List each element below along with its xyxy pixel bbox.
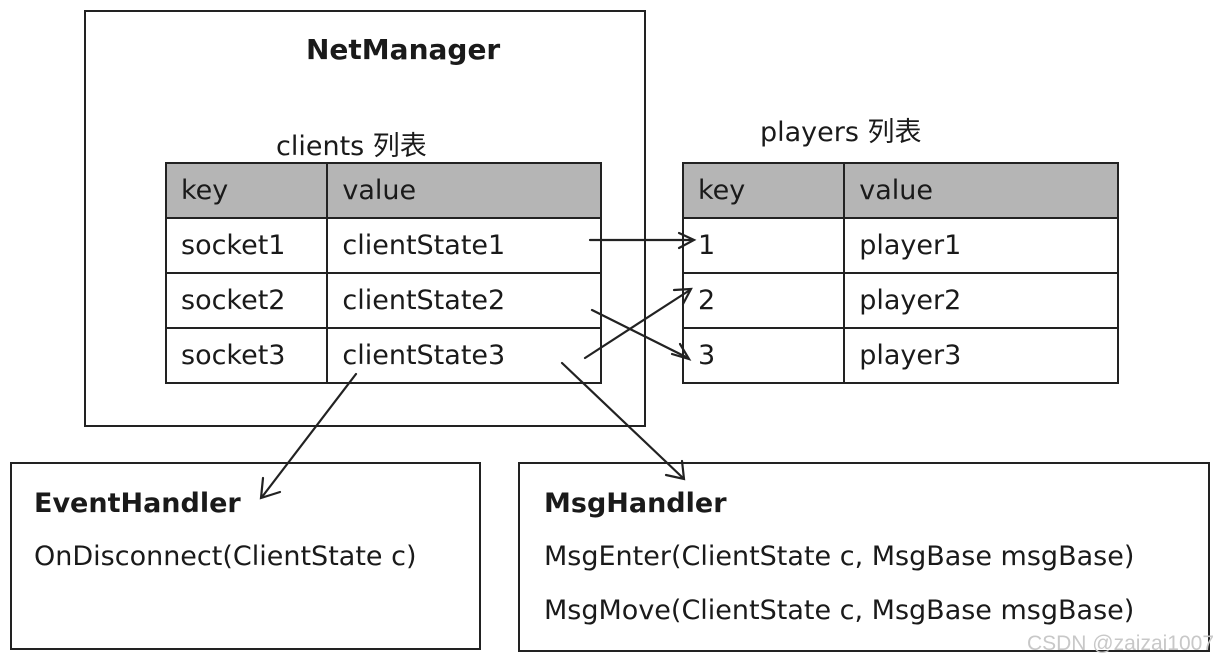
clients-value-header: value — [326, 162, 602, 219]
client-key-cell: socket2 — [164, 272, 329, 329]
event-handler-title: EventHandler — [34, 488, 241, 519]
client-value-cell: clientState2 — [326, 272, 602, 329]
client-value-cell: clientState1 — [326, 217, 602, 274]
msg-handler-method: MsgEnter(ClientState c, MsgBase msgBase) — [544, 541, 1135, 572]
player-key-cell: 3 — [681, 327, 846, 384]
table-row: 3 player3 — [681, 327, 1119, 384]
clients-key-header: key — [164, 162, 329, 219]
msg-handler-method: MsgMove(ClientState c, MsgBase msgBase) — [544, 595, 1135, 626]
players-table-header-row: key value — [681, 162, 1119, 219]
msg-handler-box — [518, 462, 1210, 652]
table-row: 2 player2 — [681, 272, 1119, 329]
players-list-caption: players 列表 — [760, 117, 922, 148]
client-value-cell: clientState3 — [326, 327, 602, 384]
player-key-cell: 2 — [681, 272, 846, 329]
table-row: socket2 clientState2 — [164, 272, 602, 329]
players-key-header: key — [681, 162, 846, 219]
event-handler-box — [10, 462, 481, 650]
watermark: CSDN @zaizai1007 — [1026, 632, 1214, 655]
player-key-cell: 1 — [681, 217, 846, 274]
event-handler-method: OnDisconnect(ClientState c) — [34, 541, 417, 572]
msg-handler-title: MsgHandler — [544, 488, 727, 519]
table-row: socket1 clientState1 — [164, 217, 602, 274]
table-row: 1 player1 — [681, 217, 1119, 274]
players-value-header: value — [843, 162, 1119, 219]
player-value-cell: player3 — [843, 327, 1119, 384]
clients-table-header-row: key value — [164, 162, 602, 219]
clients-list-caption: clients 列表 — [276, 131, 427, 162]
client-key-cell: socket3 — [164, 327, 329, 384]
clients-table: key value socket1 clientState1 socket2 c… — [164, 162, 602, 384]
net-manager-title: NetManager — [306, 33, 501, 66]
player-value-cell: player1 — [843, 217, 1119, 274]
player-value-cell: player2 — [843, 272, 1119, 329]
players-table: key value 1 player1 2 player2 3 player3 — [681, 162, 1119, 384]
client-key-cell: socket1 — [164, 217, 329, 274]
table-row: socket3 clientState3 — [164, 327, 602, 384]
